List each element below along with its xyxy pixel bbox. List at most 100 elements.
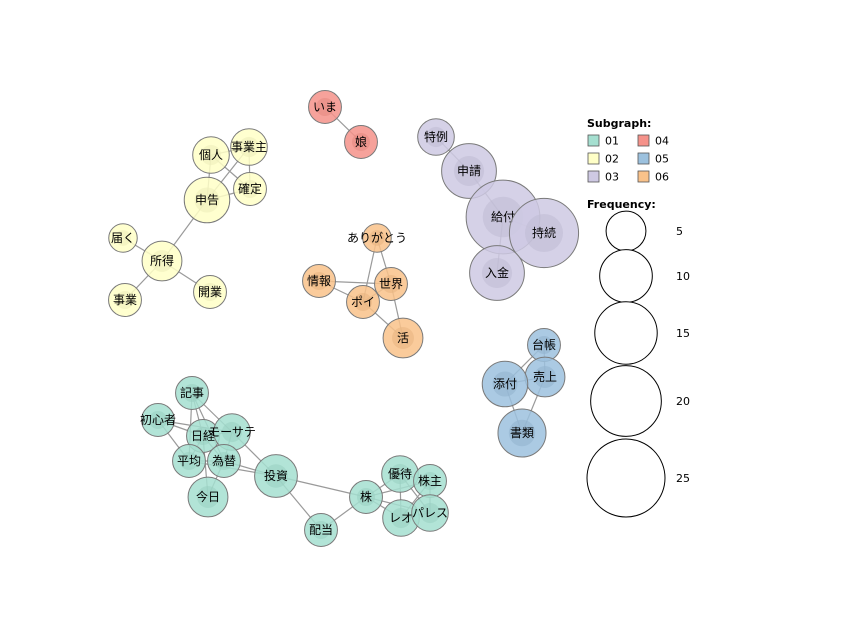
node-label: 初心者 [140, 413, 176, 427]
legend-size-10: 10 [599, 249, 690, 303]
legend-swatch [587, 170, 600, 183]
node-jizoku[interactable]: 持続 [508, 197, 580, 269]
node-label: 申告 [195, 193, 219, 207]
node-label: 株 [360, 489, 372, 504]
node-core [194, 187, 220, 213]
node-label: 活 [397, 331, 409, 345]
node-label: 書類 [510, 426, 534, 440]
node-jigyo[interactable]: 事業 [108, 283, 142, 317]
node-paresu[interactable]: パレス [411, 494, 449, 532]
node-shinkoku[interactable]: 申告 [183, 176, 231, 224]
legend-label: 03 [605, 171, 619, 184]
legend-swatch [587, 152, 600, 165]
node-shotoku[interactable]: 所得 [141, 240, 183, 282]
node-reo[interactable]: レオ [382, 499, 420, 537]
node-label: 入金 [485, 265, 509, 280]
legend-size-label: 20 [676, 395, 690, 408]
node-core [492, 371, 518, 397]
node-kabu[interactable]: 株 [349, 480, 383, 514]
node-label: 平均 [177, 454, 201, 468]
legend-size-circle [605, 210, 647, 252]
node-sekai[interactable]: 世界 [374, 267, 408, 301]
legend-size-circle [594, 301, 658, 365]
node-kyou[interactable]: 今日 [187, 476, 229, 518]
node-musume[interactable]: 娘 [344, 125, 378, 159]
node-kojin[interactable]: 個人 [192, 136, 230, 174]
node-shorui[interactable]: 書類 [497, 408, 547, 458]
node-katsu[interactable]: 活 [382, 317, 424, 359]
node-core [315, 97, 335, 117]
node-label: 開業 [198, 285, 222, 299]
node-yutai[interactable]: 優待 [381, 455, 419, 493]
legend-item-05: 05 [637, 152, 669, 166]
node-label: 記事 [180, 385, 204, 400]
legend-swatch [637, 134, 650, 147]
node-label: 為替 [212, 454, 236, 468]
node-arigatou[interactable]: ありがとう [347, 223, 407, 253]
node-tokurei[interactable]: 特例 [417, 118, 455, 156]
node-core [534, 335, 554, 355]
node-kakutei[interactable]: 確定 [233, 172, 267, 206]
legend-size-label: 25 [676, 472, 690, 485]
node-kabunushi[interactable]: 株主 [413, 464, 447, 498]
node-label: ありがとう [347, 230, 407, 245]
node-label: 特例 [424, 129, 448, 144]
node-label: 娘 [355, 134, 367, 149]
node-core [214, 451, 234, 471]
node-core [419, 502, 441, 524]
node-todoku[interactable]: 届く [108, 223, 138, 253]
node-kawase[interactable]: 為替 [207, 444, 241, 478]
node-label: 所得 [150, 253, 174, 268]
node-toshi[interactable]: 投資 [254, 454, 298, 498]
legend-size-label: 15 [676, 327, 690, 340]
node-label: 申請 [457, 164, 481, 178]
node-tenpu[interactable]: 添付 [481, 360, 529, 408]
node-core [351, 132, 371, 152]
node-heikin[interactable]: 平均 [172, 444, 206, 478]
node-kaigyo[interactable]: 開業 [193, 275, 227, 309]
node-uriage[interactable]: 売上 [524, 356, 566, 398]
node-core [193, 426, 213, 446]
node-imA[interactable]: いま [308, 90, 342, 124]
node-shoshinsha[interactable]: 初心者 [140, 403, 176, 437]
node-nyukin[interactable]: 入金 [469, 245, 525, 301]
node-label: 株主 [418, 473, 442, 488]
node-label: 給付 [491, 210, 515, 224]
node-core [200, 282, 220, 302]
node-core [309, 271, 329, 291]
legend-label: 02 [605, 153, 619, 166]
node-core [390, 507, 412, 529]
node-core [221, 421, 243, 443]
node-label: 持続 [532, 225, 556, 240]
node-core [381, 274, 401, 294]
legend-swatch [637, 152, 650, 165]
node-label: 投資 [264, 468, 288, 483]
node-label: ポイ [351, 295, 375, 309]
node-core [200, 144, 222, 166]
node-daicho[interactable]: 台帳 [527, 328, 561, 362]
node-kiji[interactable]: 記事 [175, 376, 209, 410]
legend-label: 01 [605, 135, 619, 148]
node-label: 台帳 [532, 337, 556, 352]
legend-size-label: 5 [676, 225, 683, 238]
node-joho[interactable]: 情報 [302, 264, 336, 298]
node-core [508, 419, 536, 447]
node-core [115, 290, 135, 310]
legend-label: 06 [655, 171, 669, 184]
legend-subgraph-title: Subgraph: [587, 117, 651, 130]
node-core [240, 179, 260, 199]
legend-frequency-title: Frequency: [587, 198, 656, 211]
node-shinsei[interactable]: 申請 [441, 143, 497, 199]
node-nikkei[interactable]: 日経 [186, 419, 220, 453]
node-core [356, 487, 376, 507]
node-jigyonushi[interactable]: 事業主 [230, 128, 268, 166]
node-poi[interactable]: ポイ [346, 285, 380, 319]
node-core [264, 464, 288, 488]
legend-size-25: 25 [586, 438, 690, 518]
node-monsa[interactable]: モーサテ [208, 413, 256, 451]
legend-label: 05 [655, 153, 669, 166]
node-haito[interactable]: 配当 [304, 513, 338, 547]
legend-swatch [637, 170, 650, 183]
